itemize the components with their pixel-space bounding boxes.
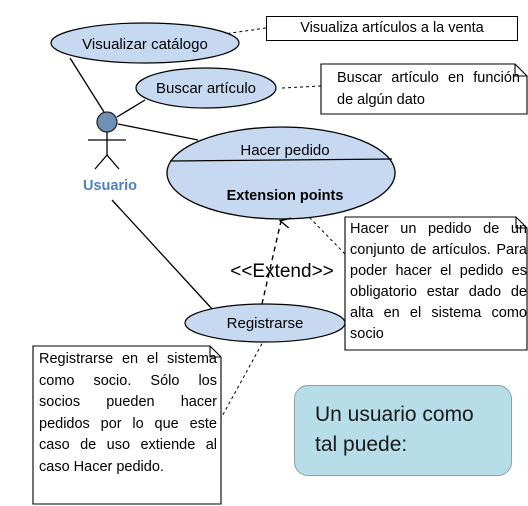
use-case-buscar[interactable]: [135, 67, 277, 109]
callout-box: Un usuario como tal puede:: [294, 385, 512, 476]
use-case-hacer-pedido[interactable]: [166, 126, 396, 220]
use-case-visualizar[interactable]: [50, 22, 240, 64]
extend-label: <<Extend>>: [230, 261, 334, 282]
actor-label: Usuario: [83, 178, 137, 194]
use-case-registrarse-label: Registrarse: [227, 315, 304, 332]
association-buscar: [116, 99, 146, 118]
note-connector-visualizar: [223, 27, 267, 35]
note-connector-registrarse: [219, 339, 265, 421]
note-connector-buscar: [281, 85, 322, 89]
association-visualizar: [69, 57, 105, 113]
extension-points-divider: [169, 158, 393, 162]
note-registrarse: Registrarse en el sistema como socio. Só…: [33, 346, 221, 506]
use-case-hacer-pedido-label: Hacer pedido: [240, 142, 329, 159]
extension-points-label: Extension points: [227, 188, 344, 204]
actor-head-icon: [96, 111, 118, 133]
note-buscar: Buscar artículo en función de algún dato: [321, 64, 527, 114]
use-case-buscar-label: Buscar artículo: [156, 80, 256, 97]
use-case-visualizar-label: Visualizar catálogo: [82, 36, 208, 53]
association-registrarse: [111, 199, 214, 311]
actor-usuario[interactable]: [88, 111, 126, 170]
note-visualiza: Visualiza artículos a la venta: [266, 16, 518, 41]
note-hacer-pedido: Hacer un pedido de un conjunto de artícu…: [345, 217, 528, 350]
association-hacer-pedido: [117, 123, 199, 141]
note-connector-hacer-pedido: [309, 217, 346, 255]
